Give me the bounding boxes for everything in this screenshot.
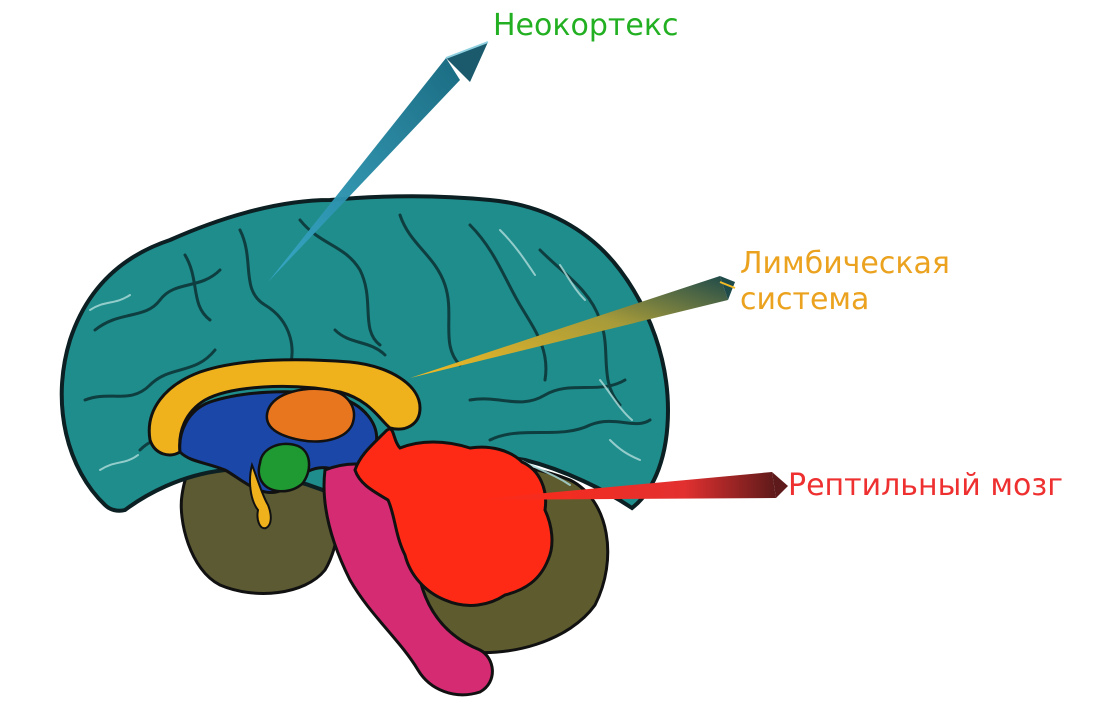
thalamus <box>265 387 356 443</box>
limbic-system-label: Лимбическая система <box>740 246 950 318</box>
limbic-pointer <box>410 276 736 378</box>
limbic-label-line1: Лимбическая <box>740 246 950 281</box>
limbic-label-line2: система <box>740 282 870 317</box>
fornix <box>249 461 272 530</box>
neocortex-label: Неокортекс <box>493 8 679 43</box>
reptilian-brain-region <box>353 427 554 607</box>
amygdala <box>257 442 311 493</box>
reptile-pointer <box>470 472 788 500</box>
reptilian-brain-label: Рептильный мозг <box>788 468 1064 503</box>
neocortex-pointer <box>268 41 489 282</box>
